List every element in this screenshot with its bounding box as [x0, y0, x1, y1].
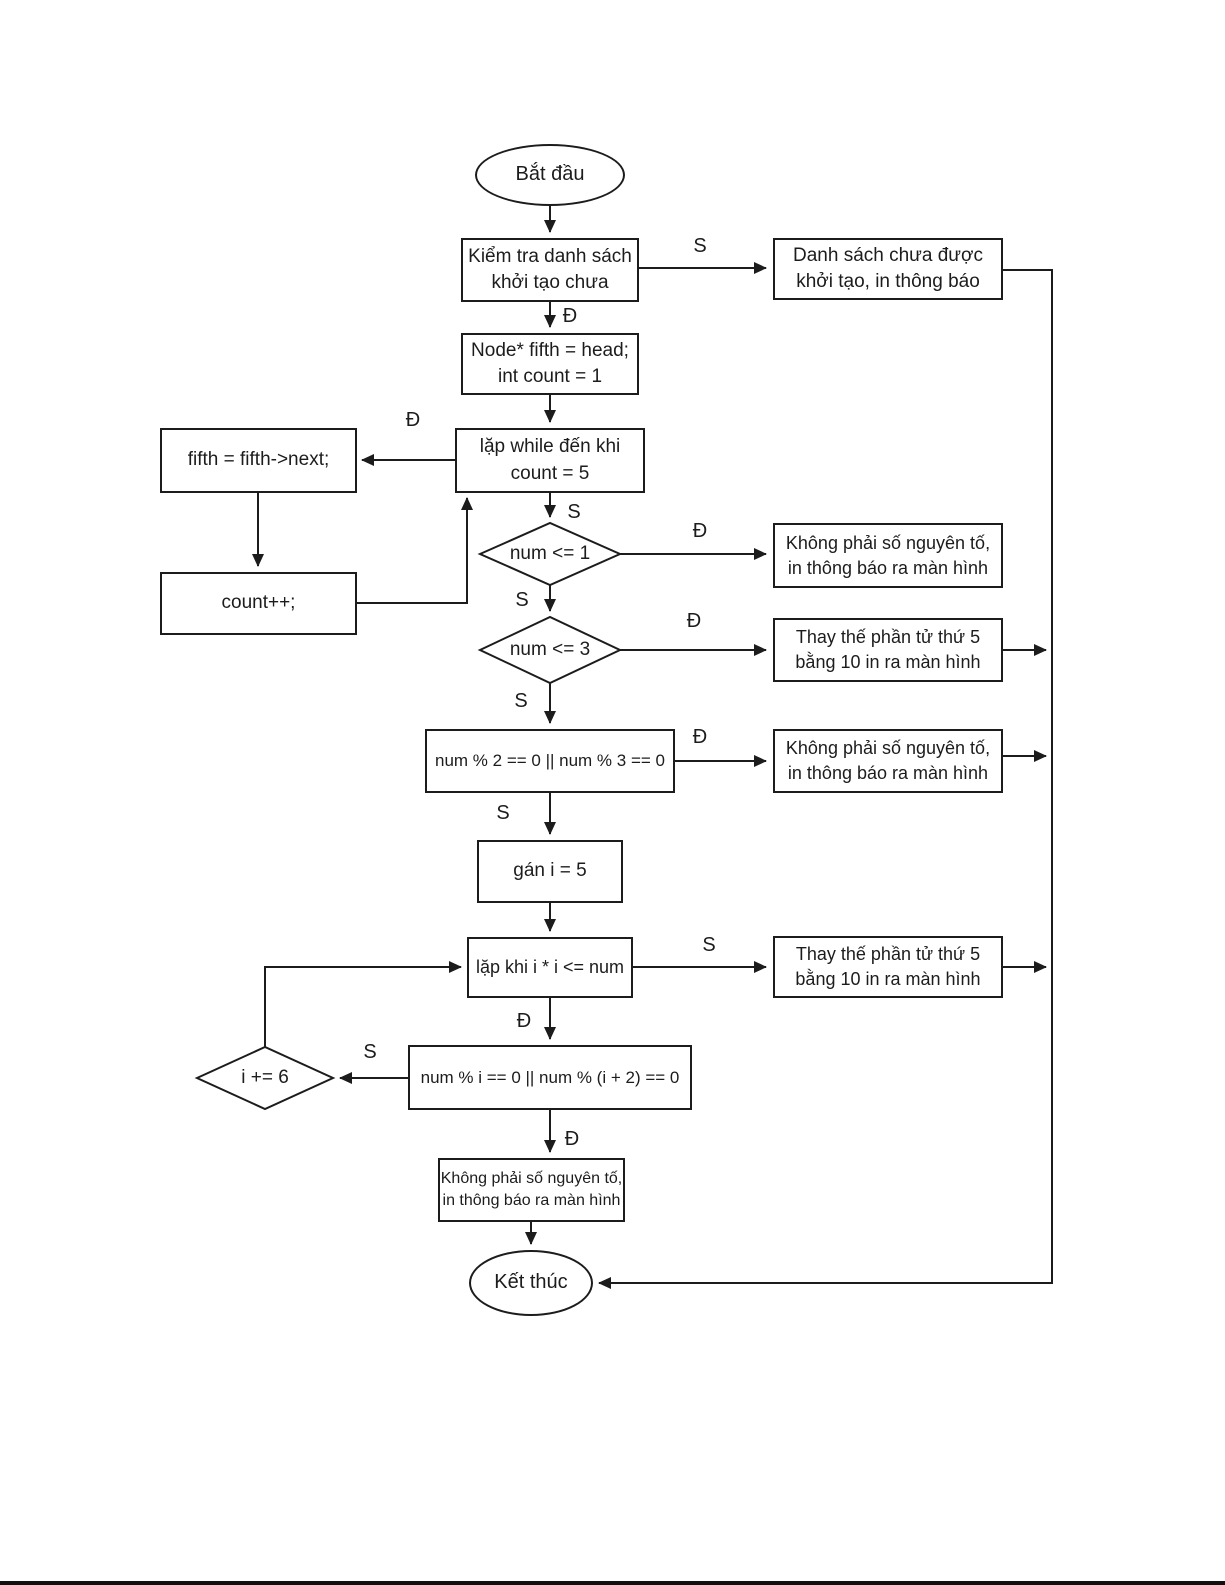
node-mod-2-3: num % 2 == 0 || num % 3 == 0: [425, 729, 675, 793]
node-while-i-label: lặp khi i * i <= num: [475, 957, 625, 978]
node-not-prime-3: Không phải số nguyên tố, in thông báo ra…: [438, 1158, 625, 1222]
node-assign-i: gán i = 5: [477, 840, 623, 903]
decision-diamond-num-le-1: [477, 521, 623, 587]
edge-label-num1-s: S: [515, 589, 529, 611]
edge-label-modi-d: Đ: [564, 1128, 580, 1150]
node-start: Bắt đầu: [475, 144, 625, 206]
edge-label-modi-s: S: [363, 1041, 377, 1063]
node-not-initialized-label: Danh sách chưa được khởi tạo, in thông b…: [793, 244, 983, 292]
edge-label-mod23-s: S: [496, 802, 510, 824]
edge-label-while-d: Đ: [405, 409, 421, 431]
edge-label-whilei-d: Đ: [516, 1010, 532, 1032]
node-replace-1: Thay thế phần tử thứ 5 bằng 10 in ra màn…: [773, 618, 1003, 682]
node-advance-fifth-label: fifth = fifth->next;: [187, 449, 330, 471]
node-not-prime-2: Không phải số nguyên tố, in thông báo ra…: [773, 729, 1003, 793]
node-while-i: lặp khi i * i <= num: [467, 937, 633, 998]
node-mod-i-label: num % i == 0 || num % (i + 2) == 0: [420, 1067, 680, 1087]
node-increment-count-label: count++;: [221, 592, 296, 614]
decision-diamond-num-le-3: [477, 615, 623, 685]
edge-label-whilei-s: S: [702, 934, 716, 956]
node-replace-2: Thay thế phần tử thứ 5 bằng 10 in ra màn…: [773, 936, 1003, 998]
node-init-vars-label: Node* fifth = head; int count = 1: [471, 339, 629, 387]
node-check-init: Kiểm tra danh sách khởi tạo chưa: [461, 238, 639, 302]
node-not-prime-1-label: Không phải số nguyên tố, in thông báo ra…: [785, 532, 991, 578]
node-mod-i: num % i == 0 || num % (i + 2) == 0: [408, 1045, 692, 1110]
edge-label-num3-s: S: [514, 690, 528, 712]
node-assign-i-label: gán i = 5: [513, 860, 587, 882]
edge-trunk-to-end: [598, 269, 1053, 1289]
node-num-le-1: num <= 1: [480, 523, 620, 585]
node-replace-1-label: Thay thế phần tử thứ 5 bằng 10 in ra màn…: [795, 627, 981, 672]
edge-count-to-while: [357, 497, 473, 604]
node-check-init-label: Kiểm tra danh sách khởi tạo chưa: [468, 245, 632, 293]
node-num-le-3: num <= 3: [480, 617, 620, 683]
node-not-prime-1: Không phải số nguyên tố, in thông báo ra…: [773, 523, 1003, 588]
node-end-label: Kết thúc: [494, 1271, 568, 1294]
node-i-plus-6: i += 6: [197, 1047, 333, 1109]
decision-diamond-i-plus-6: [194, 1045, 336, 1111]
edge-label-check-d: Đ: [562, 305, 578, 327]
node-end: Kết thúc: [469, 1250, 593, 1316]
node-while-count-label: lặp while đến khi count = 5: [479, 436, 621, 484]
flow-arrows: [194, 206, 1053, 1289]
node-not-initialized: Danh sách chưa được khởi tạo, in thông b…: [773, 238, 1003, 300]
node-start-label: Bắt đầu: [515, 163, 585, 186]
node-num-le-3-label: num <= 3: [509, 639, 591, 660]
node-num-le-1-label: num <= 1: [509, 543, 591, 564]
edge-label-num1-d: Đ: [692, 520, 708, 542]
node-replace-2-label: Thay thế phần tử thứ 5 bằng 10 in ra màn…: [795, 944, 981, 989]
edge-iplus6-to-whilei: [264, 961, 462, 1047]
edge-label-num3-d: Đ: [686, 610, 702, 632]
node-increment-count: count++;: [160, 572, 357, 635]
edge-label-mod23-d: Đ: [692, 726, 708, 748]
node-advance-fifth: fifth = fifth->next;: [160, 428, 357, 493]
node-while-count: lặp while đến khi count = 5: [455, 428, 645, 493]
node-i-plus-6-label: i += 6: [241, 1067, 289, 1088]
node-init-vars: Node* fifth = head; int count = 1: [461, 333, 639, 395]
page-bottom-border: [0, 1581, 1225, 1585]
edge-label-check-s: S: [693, 235, 707, 257]
node-not-prime-2-label: Không phải số nguyên tố, in thông báo ra…: [785, 738, 991, 783]
node-mod-2-3-label: num % 2 == 0 || num % 3 == 0: [435, 751, 665, 771]
node-not-prime-3-label: Không phải số nguyên tố, in thông báo ra…: [440, 1169, 623, 1209]
edge-label-while-s: S: [567, 501, 581, 523]
